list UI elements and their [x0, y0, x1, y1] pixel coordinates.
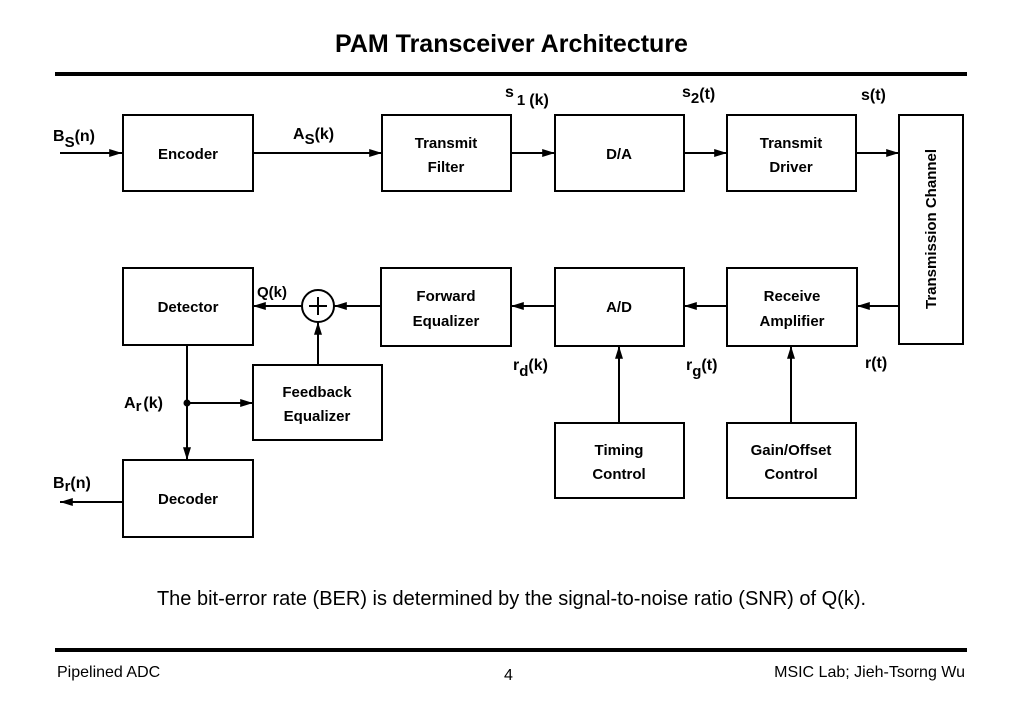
title-divider — [55, 72, 967, 76]
decoder-block: Decoder — [122, 459, 254, 538]
detector-block: Detector — [122, 267, 254, 346]
transmit-filter-block: Transmit Filter — [381, 114, 512, 192]
forward-equalizer-block: Forward Equalizer — [380, 267, 512, 347]
gain-offset-control-block: Gain/Offset Control — [726, 422, 857, 499]
connections — [60, 149, 899, 506]
decoder-label: Decoder — [158, 491, 218, 508]
transmit-driver-label-line1: Transmit — [760, 135, 823, 152]
signal-label-as: AS(k) — [293, 126, 334, 148]
signal-label-rg: rg(t) — [686, 357, 717, 380]
signal-label-rd: rd(k) — [513, 357, 548, 380]
encoder-block: Encoder — [122, 114, 254, 192]
page-number: 4 — [504, 667, 513, 684]
footer-left: Pipelined ADC — [57, 664, 161, 681]
signal-label-br: Br(n) — [53, 475, 91, 495]
timing-control-label-line1: Timing — [595, 442, 644, 459]
da-block: D/A — [554, 114, 685, 192]
summing-junction — [301, 289, 335, 323]
transmission-channel-label: Transmission Channel — [923, 149, 940, 309]
da-label: D/A — [606, 146, 632, 163]
transmission-channel-block: Transmission Channel — [898, 114, 964, 345]
signal-label-bs: BS(n) — [53, 128, 95, 151]
signal-label-qk: Q(k) — [257, 284, 287, 301]
gain-offset-control-label-line1: Gain/Offset — [751, 442, 832, 459]
detector-label: Detector — [158, 299, 219, 316]
forward-equalizer-label-line2: Equalizer — [413, 313, 480, 330]
signal-label-rt: r(t) — [865, 355, 887, 372]
transmit-filter-label-line1: Transmit — [415, 135, 478, 152]
feedback-equalizer-block: Feedback Equalizer — [252, 364, 383, 441]
encoder-label: Encoder — [158, 146, 218, 163]
timing-control-block: Timing Control — [554, 422, 685, 499]
page-title: PAM Transceiver Architecture — [335, 30, 688, 58]
transmit-driver-label-line2: Driver — [769, 159, 813, 176]
ad-label: A/D — [606, 299, 632, 316]
feedback-equalizer-label-line2: Equalizer — [284, 408, 351, 425]
signal-label-s2: s2(t) — [682, 84, 715, 107]
signal-label-st: s(t) — [861, 87, 886, 104]
receive-amplifier-label-line2: Amplifier — [759, 313, 824, 330]
footer-divider — [55, 648, 967, 652]
forward-equalizer-label-line1: Forward — [416, 288, 475, 305]
feedback-equalizer-label-line1: Feedback — [282, 384, 352, 401]
gain-offset-control-label-line2: Control — [764, 466, 817, 483]
transmit-filter-label-line2: Filter — [428, 159, 465, 176]
receive-amplifier-label-line1: Receive — [764, 288, 821, 305]
transmit-driver-block: Transmit Driver — [726, 114, 857, 192]
receive-amplifier-block: Receive Amplifier — [726, 267, 858, 347]
signal-label-ar: Ar(k) — [124, 395, 163, 415]
footer-right: MSIC Lab; Jieh-Tsorng Wu — [774, 664, 965, 681]
junction-dot — [183, 399, 191, 407]
ad-block: A/D — [554, 267, 685, 347]
slide-caption: The bit-error rate (BER) is determined b… — [156, 588, 867, 610]
timing-control-label-line2: Control — [592, 466, 645, 483]
